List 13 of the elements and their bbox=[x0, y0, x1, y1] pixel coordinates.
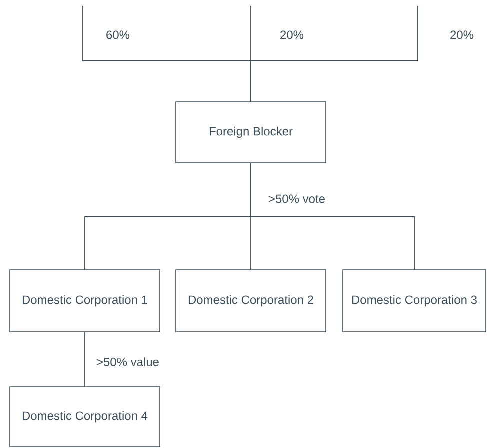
entity-box: Domestic Corporation 2 bbox=[176, 270, 326, 332]
edge-label: 20% bbox=[449, 30, 476, 40]
entity-box: Foreign Blocker bbox=[176, 102, 326, 164]
connector-line bbox=[84, 332, 86, 388]
connector-line bbox=[250, 6, 418, 102]
connector-line bbox=[250, 162, 415, 270]
edge-label: 60% bbox=[105, 30, 131, 40]
entity-box: Domestic Corporation 4 bbox=[10, 386, 160, 448]
entity-box: Domestic Corporation 1 bbox=[10, 270, 160, 332]
entity-box: Domestic Corporation 3 bbox=[342, 270, 486, 332]
edge-label: 20% bbox=[279, 30, 306, 40]
edge-label: >50% value bbox=[95, 356, 161, 368]
edge-label: >50% vote bbox=[267, 194, 327, 204]
